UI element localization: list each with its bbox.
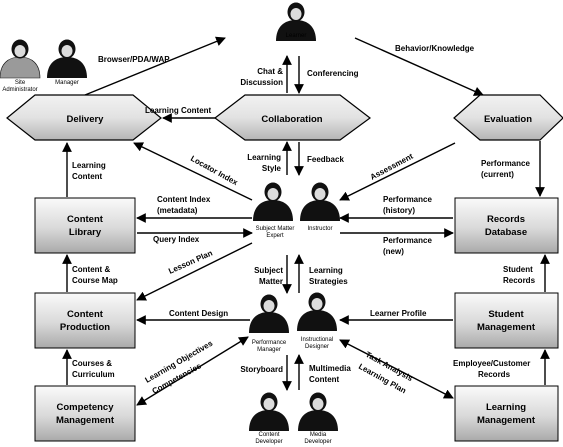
- content-developer-label-2: Developer: [255, 439, 282, 445]
- performance-manager-label-1: Performance: [252, 340, 287, 346]
- content-production-label-1: Content: [67, 309, 104, 320]
- site-administrator-icon: [0, 39, 41, 79]
- content-library-node[interactable]: Content Library: [34, 197, 136, 254]
- subject-matter-expert-label-1: Subject Matter: [256, 226, 295, 232]
- employee-customer-records-label-1: Employee/Customer: [453, 359, 530, 368]
- content-index-label-1: Content Index: [157, 195, 211, 204]
- storyboard-label: Storyboard: [240, 365, 283, 374]
- performance-current-label-1: Performance: [481, 159, 530, 168]
- courses-curriculum-label-2: Curriculum: [72, 370, 115, 379]
- performance-new-label-2: (new): [383, 247, 404, 256]
- content-developer-icon: [249, 392, 289, 431]
- collaboration-node[interactable]: Collaboration: [213, 94, 372, 141]
- browser-pda-wap-arrow: [84, 36, 226, 96]
- competency-management-label-1: Competency: [56, 402, 114, 413]
- learning-style-label-1: Learning: [247, 153, 281, 162]
- performance-current-label-2: (current): [481, 170, 514, 179]
- student-records-label-2: Records: [503, 276, 536, 285]
- competency-management-node[interactable]: Competency Management: [34, 385, 136, 442]
- feedback-label: Feedback: [307, 155, 344, 164]
- content-course-map-label-2: Course Map: [72, 276, 118, 285]
- content-library-label-1: Content: [67, 214, 104, 225]
- site-administrator-label-1: Site: [15, 80, 26, 86]
- learner-profile-label: Learner Profile: [370, 309, 427, 318]
- student-records-label-1: Student: [503, 265, 533, 274]
- media-developer-label-1: Media: [310, 432, 327, 438]
- media-developer-icon: [298, 392, 338, 431]
- learner-label: Learner: [286, 33, 307, 39]
- edge-labels: Browser/PDA/WAP Behavior/Knowledge Chat …: [72, 44, 536, 396]
- delivery-label: Delivery: [67, 114, 105, 125]
- instructor-icon: [300, 182, 340, 221]
- subject-matter-expert-label-2: Expert: [266, 233, 284, 239]
- site-administrator-label-2: Administrator: [2, 87, 37, 93]
- learning-strategies-label-2: Strategies: [309, 277, 348, 286]
- manager-label: Manager: [55, 80, 79, 86]
- instructional-designer-icon: [297, 292, 337, 331]
- multimedia-content-label-1: Multimedia: [309, 364, 351, 373]
- chat-discussion-label-1: Chat &: [257, 67, 283, 76]
- lesson-plan-arrow: [136, 242, 253, 301]
- conferencing-label: Conferencing: [307, 69, 359, 78]
- instructional-designer-label-2: Designer: [305, 344, 329, 350]
- arrows: [62, 36, 550, 406]
- student-management-label-2: Management: [477, 322, 536, 333]
- content-course-map-label-1: Content &: [72, 265, 110, 274]
- subject-matter-expert-icon: [253, 182, 293, 221]
- competency-management-label-2: Management: [56, 415, 115, 426]
- performance-manager-label-2: Manager: [257, 347, 281, 353]
- learning-management-label-1: Learning: [486, 402, 526, 413]
- performance-history-label-2: (history): [383, 206, 415, 215]
- evaluation-node[interactable]: Evaluation: [453, 94, 563, 141]
- media-developer-label-2: Developer: [304, 439, 331, 445]
- student-management-label-1: Student: [488, 309, 524, 320]
- learning-management-label-2: Management: [477, 415, 536, 426]
- people-icons: [0, 2, 340, 431]
- employee-customer-records-label-2: Records: [478, 370, 511, 379]
- learning-content-top-label: Learning Content: [145, 106, 212, 115]
- assessment-arrow: [339, 142, 456, 201]
- query-index-label: Query Index: [153, 235, 200, 244]
- lesson-plan-label: Lesson Plan: [167, 248, 214, 275]
- content-index-label-2: (metadata): [157, 206, 198, 215]
- learner-icon: [276, 2, 316, 41]
- evaluation-label: Evaluation: [484, 114, 532, 125]
- learning-content-left-label-2: Content: [72, 172, 103, 181]
- browser-pda-wap-label: Browser/PDA/WAP: [98, 55, 170, 64]
- task-analysis-arrow: [339, 339, 454, 399]
- multimedia-content-label-2: Content: [309, 375, 340, 384]
- content-production-label-2: Production: [60, 322, 110, 333]
- learning-strategies-label-1: Learning: [309, 266, 343, 275]
- content-design-label: Content Design: [169, 309, 228, 318]
- courses-curriculum-label-1: Courses &: [72, 359, 112, 368]
- delivery-node[interactable]: Delivery: [6, 94, 162, 141]
- learning-management-node[interactable]: Learning Management: [454, 385, 559, 442]
- collaboration-label: Collaboration: [261, 114, 322, 125]
- performance-history-label-1: Performance: [383, 195, 432, 204]
- behavior-knowledge-arrow: [354, 37, 484, 96]
- subject-matter-label-2: Matter: [259, 277, 283, 286]
- content-production-node[interactable]: Content Production: [34, 292, 136, 349]
- performance-new-label-1: Performance: [383, 236, 432, 245]
- records-database-label-2: Database: [485, 227, 527, 238]
- instructional-designer-label-1: Instructional: [301, 337, 333, 343]
- locator-index-arrow: [133, 142, 253, 201]
- people-labels: Learner Site Administrator Manager Subje…: [2, 33, 333, 445]
- behavior-knowledge-label: Behavior/Knowledge: [395, 44, 475, 53]
- records-database-node[interactable]: Records Database: [454, 197, 559, 254]
- subject-matter-label-1: Subject: [254, 266, 283, 275]
- performance-manager-icon: [249, 294, 289, 333]
- content-library-label-2: Library: [69, 227, 102, 238]
- student-management-node[interactable]: Student Management: [454, 292, 559, 349]
- manager-icon: [47, 39, 87, 78]
- learning-objectives-arrow: [136, 336, 249, 406]
- learning-content-left-label-1: Learning: [72, 161, 106, 170]
- instructor-label: Instructor: [307, 226, 332, 232]
- records-database-label-1: Records: [487, 214, 525, 225]
- content-developer-label-1: Content: [258, 432, 279, 438]
- chat-discussion-label-2: Discussion: [240, 78, 283, 87]
- learning-style-label-2: Style: [262, 164, 282, 173]
